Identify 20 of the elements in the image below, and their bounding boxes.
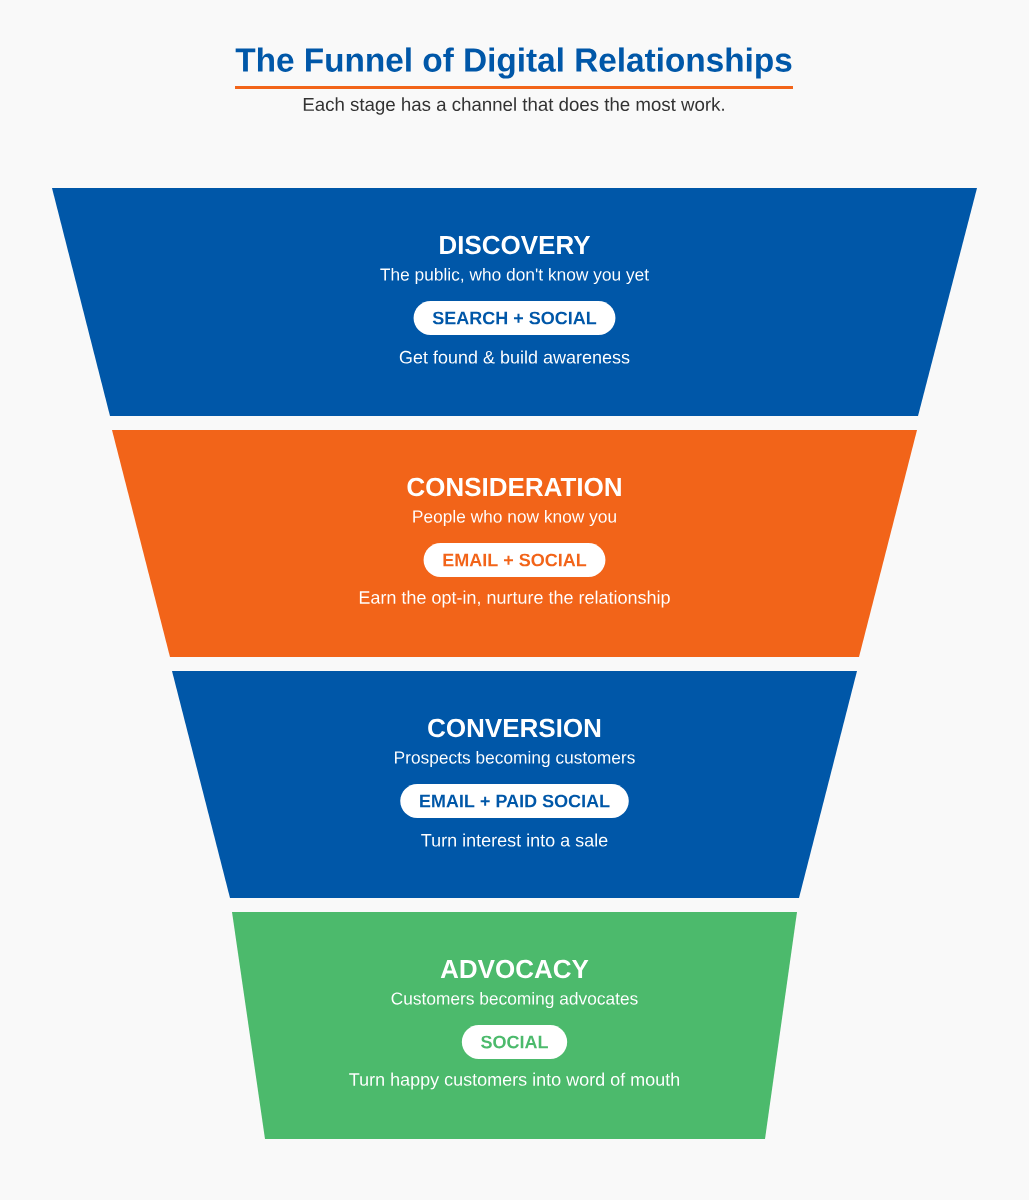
channel-pill: SEARCH + SOCIAL [413,301,616,335]
stage-heading: ADVOCACY [440,959,589,979]
stage-audience: Customers becoming advocates [391,991,638,1009]
stage-audience: People who now know you [413,509,616,527]
stage-audience: Prospects becoming customers [395,750,635,768]
stage-audience: The public, who don't know you yet [380,267,649,285]
stage-heading: CONSIDERATION [407,477,621,497]
stage-goal: Turn interest into a sale [421,833,608,847]
title: The Funnel of Digital Relationships [235,47,792,79]
subtitle: Each stage has a channel that does the most work. [303,97,724,115]
stage-goal: Earn the opt-in, nurture the relationship [359,590,670,608]
channel-pill: SOCIAL [461,1025,568,1059]
funnel-stage [52,188,977,416]
stage-goal: Get found & build awareness [399,350,630,364]
funnel-stage [232,912,797,1139]
channel-pill: EMAIL + PAID SOCIAL [400,784,629,818]
channel-pill: EMAIL + SOCIAL [423,543,606,577]
stage-heading: CONVERSION [428,718,601,738]
stage-heading: DISCOVERY [440,235,591,255]
stage-goal: Turn happy customers into word of mouth [349,1072,680,1090]
